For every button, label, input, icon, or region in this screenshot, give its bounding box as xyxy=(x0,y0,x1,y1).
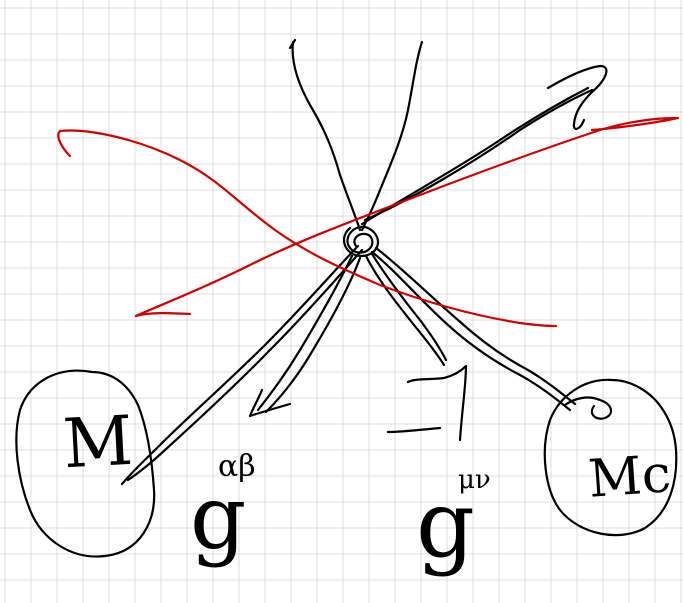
metric-right-superscript: μν xyxy=(458,465,491,495)
mass-right-knot xyxy=(565,398,611,419)
strike-line-1 xyxy=(58,131,556,326)
arrow-to-metric-left-2 xyxy=(266,258,360,412)
arrow-to-metric-left xyxy=(258,256,352,410)
metric-left-superscript: αβ xyxy=(218,449,256,484)
arrow-to-metric-right-2 xyxy=(372,254,446,360)
mass-left-label: M xyxy=(61,402,135,485)
upper-left-line xyxy=(293,42,360,230)
mass-right-label: Mc xyxy=(587,444,673,510)
metric-right-dash xyxy=(388,428,440,432)
upper-middle-line xyxy=(362,42,422,230)
strike-tail xyxy=(136,313,190,316)
